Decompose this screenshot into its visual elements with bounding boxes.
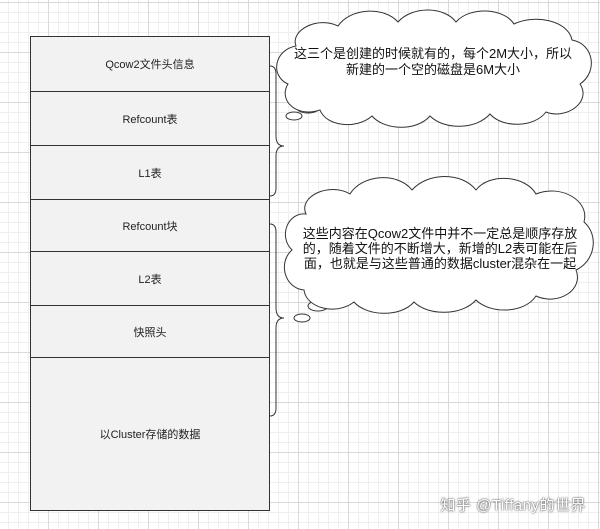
brace-bottom	[269, 223, 285, 417]
block-cluster-data: 以Cluster存储的数据	[31, 357, 269, 510]
block-refcount-table: Refcount表	[31, 91, 269, 145]
note-bottom: 这些内容在Qcow2文件中并不一定总是顺序存放的，随着文件的不断增大，新增的L2…	[302, 226, 578, 271]
watermark: 知乎 @Tiffany的世界	[440, 497, 586, 514]
block-snapshot-header: 快照头	[31, 305, 269, 357]
thought-cloud-bottom	[283, 176, 594, 314]
block-refcount-block: Refcount块	[31, 199, 269, 251]
thought-bubble-small	[285, 111, 303, 121]
brace-top	[269, 65, 285, 197]
qcow2-layout-stack: Qcow2文件头信息 Refcount表 L1表 Refcount块 L2表 快…	[30, 36, 270, 511]
thought-bubble-small	[293, 313, 311, 323]
thought-cloud-top	[276, 9, 592, 128]
block-l2-table: L2表	[31, 251, 269, 305]
block-l1-table: L1表	[31, 145, 269, 199]
block-header: Qcow2文件头信息	[105, 59, 195, 71]
note-top: 这三个是创建的时候就有的，每个2M大小，所以新建的一个空的磁盘是6M大小	[293, 46, 573, 77]
